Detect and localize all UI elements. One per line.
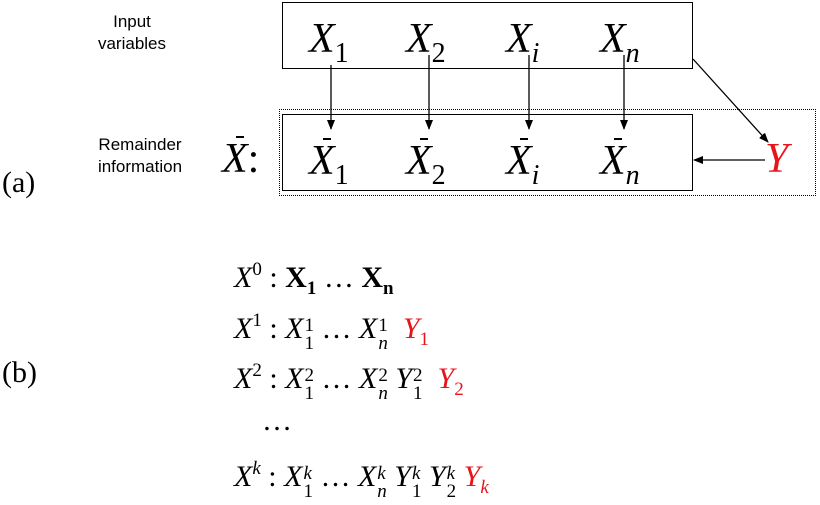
- row-ellipsis: …: [262, 404, 292, 437]
- remainder-label-line2: information: [97, 157, 183, 176]
- arrow-to-y: [692, 58, 769, 143]
- remainder-var-x2: X2: [406, 138, 446, 191]
- input-variables-box: [282, 2, 693, 69]
- input-variables-label: Input variables: [62, 11, 202, 55]
- input-label-line2: variables: [97, 34, 167, 53]
- input-var-x1: X1: [309, 16, 349, 69]
- remainder-symbol: X:: [222, 136, 260, 182]
- panel-b-label: (b): [2, 356, 37, 389]
- panel-a-label: (a): [2, 166, 36, 199]
- remainder-var-xi: Xi: [506, 138, 540, 191]
- remainder-var-xn: Xn: [600, 138, 640, 191]
- input-label-line1: Input: [113, 12, 151, 31]
- remainder-group-dotted-box: [279, 109, 816, 196]
- input-var-xn: Xn: [600, 16, 640, 69]
- row-x0: X0 : X1 … Xn: [234, 259, 394, 299]
- target-y: Y: [765, 136, 789, 182]
- remainder-label-line1: Remainder: [98, 135, 182, 154]
- remainder-variables-box: [282, 114, 693, 191]
- input-var-x2: X2: [406, 16, 446, 69]
- remainder-information-label: Remainder information: [70, 134, 210, 178]
- input-var-xi: Xi: [506, 16, 540, 69]
- remainder-var-x1: X1: [309, 138, 349, 191]
- arrows-layer: [327, 55, 769, 164]
